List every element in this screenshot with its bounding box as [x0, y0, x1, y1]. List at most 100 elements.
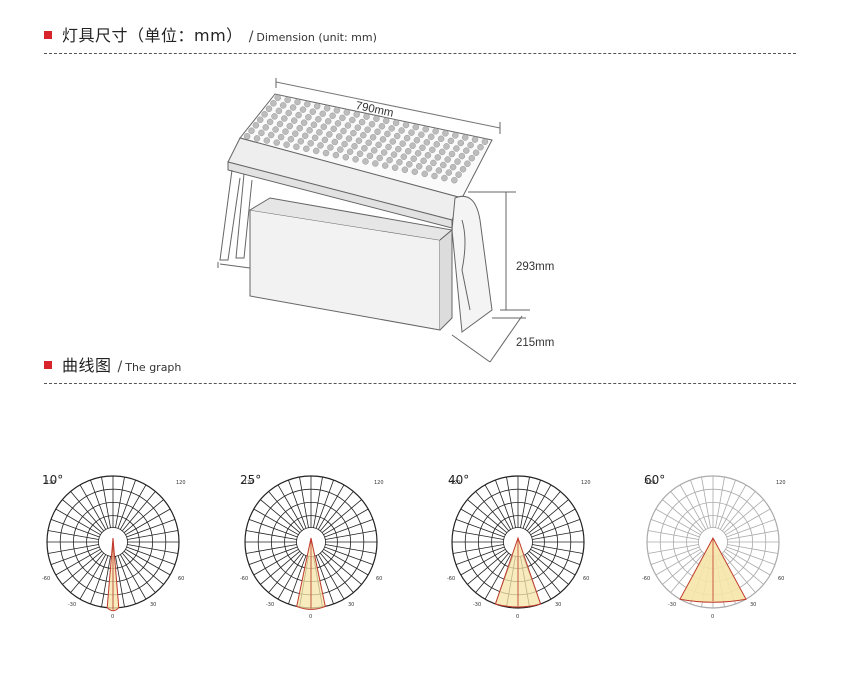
- dashed-divider: [44, 53, 796, 54]
- led-lens: [463, 147, 470, 154]
- polar-spoke: [253, 548, 299, 576]
- led-lens: [294, 98, 301, 106]
- led-lens: [386, 156, 393, 164]
- polar-spoke: [321, 550, 362, 585]
- led-lens: [390, 151, 398, 158]
- polar-spoke: [127, 530, 179, 540]
- led-lens: [332, 151, 340, 159]
- led-lens: [451, 176, 458, 184]
- dimension-title-zh: 灯具尺寸（单位：mm）: [62, 26, 243, 45]
- polar-spoke: [467, 499, 508, 534]
- led-lens: [468, 154, 475, 162]
- led-lens: [339, 114, 346, 122]
- polar-spoke: [268, 552, 303, 593]
- polar-spoke: [55, 548, 101, 576]
- polar-spoke: [323, 548, 369, 576]
- led-lens: [464, 160, 471, 167]
- led-lens: [312, 147, 320, 155]
- led-lens: [399, 140, 406, 147]
- slash-separator: /: [117, 359, 123, 375]
- led-lens: [315, 116, 322, 123]
- polar-spoke: [467, 550, 508, 585]
- polar-spoke: [522, 479, 541, 529]
- polar-spoke: [650, 519, 700, 538]
- dimension-title-en-text: Dimension (unit: mm): [256, 31, 377, 44]
- polar-spoke: [62, 550, 103, 585]
- polar-spoke: [313, 476, 323, 528]
- led-lens: [331, 138, 339, 146]
- led-lens: [435, 167, 443, 174]
- polar-spoke: [288, 555, 307, 605]
- polar-spoke: [277, 554, 305, 600]
- polar-spoke: [325, 544, 377, 554]
- polar-spoke: [528, 550, 569, 585]
- led-lens: [313, 103, 321, 110]
- polar-spoke: [727, 544, 779, 554]
- led-lens: [378, 123, 386, 130]
- polar-spoke: [248, 546, 298, 565]
- polar-spoke: [484, 484, 512, 530]
- polar-spoke: [324, 546, 374, 565]
- led-lens: [258, 129, 265, 137]
- polar-spoke: [253, 508, 299, 536]
- polar-spoke: [701, 476, 711, 528]
- led-lens: [295, 111, 302, 119]
- led-lens: [321, 136, 329, 144]
- polar-spoke: [679, 484, 707, 530]
- beam-angle-label: 10°: [42, 473, 64, 487]
- led-lens: [440, 161, 447, 169]
- polar-tick-label: 120: [776, 480, 786, 486]
- led-lens: [447, 137, 455, 145]
- polar-spoke: [288, 479, 307, 529]
- led-lens: [285, 109, 292, 117]
- red-square-bullet-icon: [44, 361, 52, 369]
- led-lens: [303, 145, 310, 153]
- polar-spoke: [532, 544, 584, 554]
- led-lens: [404, 147, 412, 155]
- polar-spoke: [726, 546, 776, 565]
- led-lens: [340, 127, 347, 135]
- led-lens: [307, 140, 314, 147]
- led-lens: [385, 143, 392, 151]
- led-lens: [412, 123, 420, 131]
- polar-spoke: [655, 508, 701, 536]
- led-lens: [398, 127, 405, 134]
- led-lens: [376, 154, 383, 162]
- polar-spoke: [721, 491, 756, 532]
- polar-spoke: [662, 499, 703, 534]
- height-dimension-label: 293mm: [516, 261, 555, 273]
- polar-spoke: [119, 484, 147, 530]
- led-lens: [290, 117, 298, 124]
- polar-spoke: [531, 519, 581, 538]
- led-lens: [350, 129, 357, 137]
- led-lens: [272, 126, 279, 133]
- led-lens: [326, 131, 333, 138]
- polar-spoke: [715, 476, 725, 528]
- led-lens: [432, 128, 439, 135]
- polar-tick-label: -60: [42, 576, 50, 582]
- polar-spoke: [115, 476, 125, 528]
- led-lens: [297, 138, 305, 145]
- polar-spoke: [530, 548, 576, 576]
- led-lens: [457, 139, 464, 147]
- led-lens: [442, 130, 449, 137]
- led-lens: [430, 159, 437, 167]
- led-lens: [364, 126, 371, 133]
- led-lens: [365, 139, 372, 147]
- red-square-bullet-icon: [44, 31, 52, 39]
- led-lens: [449, 163, 457, 171]
- polar-spoke: [655, 548, 701, 576]
- polar-tick-label: -120: [644, 480, 655, 486]
- polar-spoke: [726, 519, 776, 538]
- polar-tick-label: 60: [178, 576, 184, 582]
- polar-spoke: [90, 555, 109, 605]
- led-lens: [354, 124, 362, 131]
- polar-spoke: [452, 530, 504, 540]
- polar-tick-label: 0: [516, 614, 519, 620]
- led-lens: [445, 169, 453, 176]
- polar-spoke: [245, 530, 297, 540]
- led-lens: [409, 142, 416, 149]
- led-lens: [431, 172, 438, 180]
- led-lens: [267, 131, 275, 139]
